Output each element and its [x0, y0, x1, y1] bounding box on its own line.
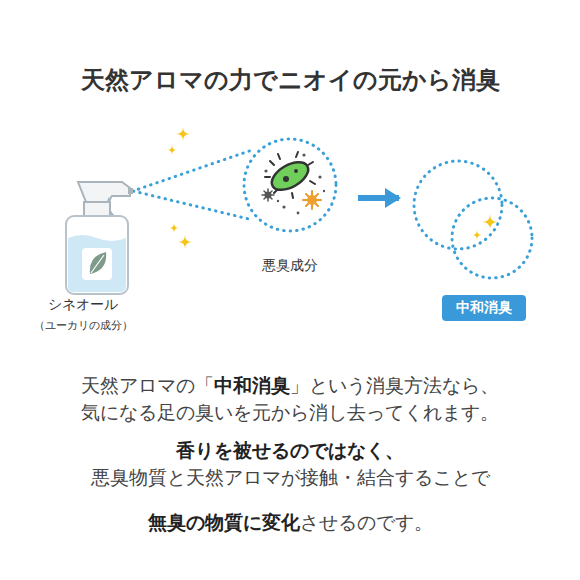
flow-arrow: [358, 195, 399, 201]
illustration-shape: [262, 189, 274, 201]
illustration-shape: [452, 198, 532, 278]
body-text: させるのです。: [300, 511, 433, 533]
illustration-shape: [302, 153, 305, 156]
illustration-shape: [294, 169, 298, 173]
body-text: 気になる足の臭いを元から消し去ってくれます。: [81, 401, 499, 423]
illustration-shape: [78, 182, 130, 202]
neutralized-circles: 中和消臭: [405, 150, 540, 330]
sparkle: [178, 235, 192, 249]
illustration-shape: [264, 169, 267, 172]
illustration-shape: [318, 175, 321, 178]
illustration-shape: [482, 214, 498, 230]
illustration-shape: [68, 235, 126, 292]
illustration-shape: [277, 200, 279, 202]
illustration-shape: [472, 230, 482, 240]
illustration-shape: [90, 252, 106, 274]
node-label: シネオール: [30, 296, 136, 314]
spray-bottle-art: [30, 176, 136, 296]
illustration-shape: [244, 139, 336, 231]
illustration-shape: [297, 212, 300, 215]
sparkle: [167, 145, 177, 155]
sparkle: [169, 223, 179, 233]
illustration-shape: [414, 161, 502, 249]
illustration-shape: [82, 248, 112, 280]
odor-circle: 悪臭成分: [240, 135, 340, 280]
label-pill: 中和消臭: [442, 295, 526, 321]
sparkles: [167, 127, 192, 249]
body-line: 無臭の物質に変化させるのです。: [0, 509, 580, 535]
illustration-shape: [66, 216, 128, 294]
node-label: 悪臭成分: [240, 257, 340, 275]
node-label: （ユーカリの成分）: [30, 318, 136, 333]
illustration-shape: [282, 205, 285, 208]
illustration-shape: [267, 156, 313, 195]
body-text: 悪臭物質と天然アロマが接触・結合することで: [91, 466, 490, 488]
illustration-shape: [264, 153, 325, 214]
odor-circle-art: [240, 135, 340, 235]
illustration-shape: [262, 189, 274, 201]
title: 天然アロマの力でニオイの元から消臭: [0, 64, 580, 96]
illustration-shape: [283, 176, 289, 182]
body-line: 天然アロマの「中和消臭」という消臭方法なら、: [0, 372, 580, 398]
illustration-shape: [303, 191, 321, 209]
spray-lines: [133, 151, 249, 219]
illustration-shape: [91, 255, 104, 273]
illustration-shape: [128, 188, 133, 194]
illustration-shape: [323, 190, 325, 192]
body-line: 悪臭物質と天然アロマが接触・結合することで: [0, 464, 580, 490]
illustration-shape: [265, 192, 272, 199]
neutralized-circles-art: [405, 150, 540, 280]
spray-bottle: シネオール （ユーカリの成分）: [30, 176, 136, 336]
emphasis-text: 香りを被せるのではなく、: [176, 439, 404, 461]
body-line: 気になる足の臭いを元から消し去ってくれます。: [0, 399, 580, 425]
body-line: 香りを被せるのではなく、: [0, 437, 580, 463]
illustration-shape: [303, 191, 321, 209]
illustration-shape: [84, 202, 110, 216]
emphasis-text: 中和消臭: [214, 374, 290, 396]
body-text: 」という消臭方法なら、: [290, 374, 499, 396]
illustration-shape: [307, 195, 317, 205]
sparkle: [176, 127, 190, 141]
body-text: 天然アロマの「: [81, 374, 214, 396]
emphasis-text: 無臭の物質に変化: [148, 511, 300, 533]
